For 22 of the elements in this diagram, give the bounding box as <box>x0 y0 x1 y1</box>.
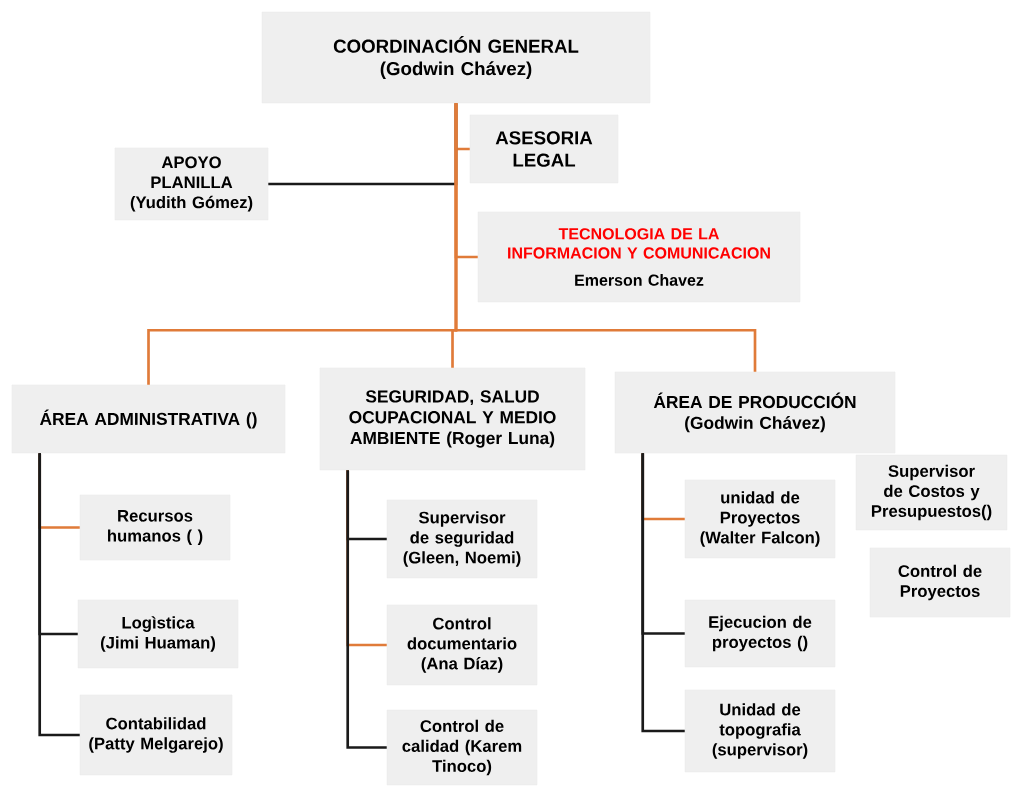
department-box: ÁREA DE PRODUCCIÓN (Godwin Chávez) <box>614 371 896 454</box>
connector-line <box>38 453 80 737</box>
unit-box: Control de calidad (Karem Tinoco) <box>386 709 538 786</box>
unit-box: Recursos humanos ( ) <box>79 494 231 561</box>
unit-box: unidad de Proyectos (Walter Falcon) <box>684 479 836 559</box>
department-box: SEGURIDAD, SALUD OCUPACIONAL Y MEDIO AMBIENTE (Roger Luna) <box>319 367 586 471</box>
connector-line <box>346 470 387 749</box>
unit-box: Control de Proyectos <box>869 547 1011 618</box>
unit-box: Logìstica (Jimi Huaman) <box>77 599 239 669</box>
unit-box: Control documentario (Ana Díaz) <box>386 604 538 686</box>
unit-box: Contabilidad (Patty Melgarejo) <box>79 694 233 776</box>
connector-line <box>454 103 757 372</box>
org-box: APOYO PLANILLA (Yudith Gómez) <box>114 147 269 221</box>
org-box: ASESORIA LEGAL <box>469 114 619 184</box>
unit-box: Supervisor de seguridad (Gleen, Noemi) <box>386 499 538 579</box>
unit-box: Supervisor de Costos y Presupuestos() <box>855 454 1008 531</box>
connector-line <box>641 453 685 733</box>
org-box: COORDINACIÓN GENERAL (Godwin Chávez) <box>261 11 651 104</box>
department-box: ÁREA ADMINISTRATIVA () <box>11 384 286 454</box>
unit-box: Unidad de topografia (supervisor) <box>684 689 836 773</box>
org-box: TECNOLOGIA DE LA INFORMACION Y COMUNICACION Emerson Chavez <box>477 211 801 303</box>
unit-box: Ejecucion de proyectos () <box>684 599 836 668</box>
